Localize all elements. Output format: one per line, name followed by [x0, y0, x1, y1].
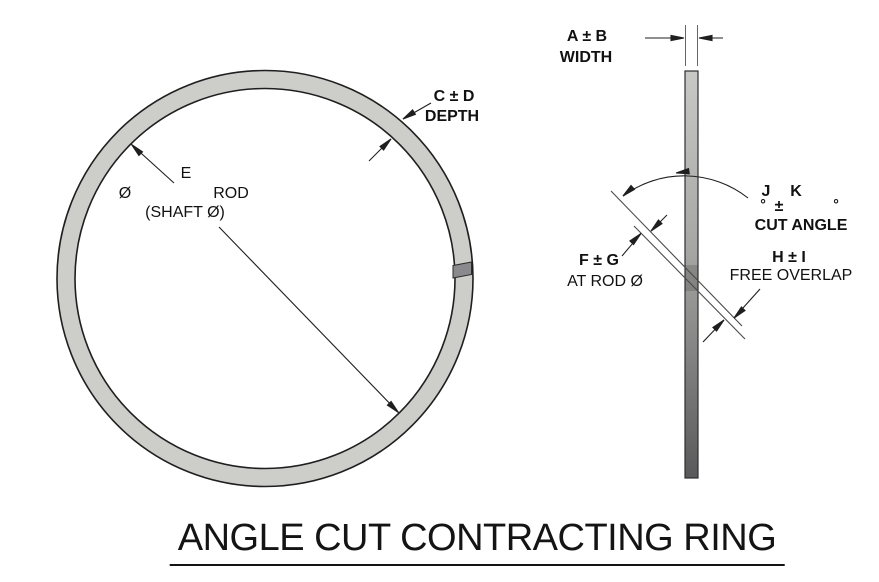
- rod-gap-dimension: [621, 214, 668, 257]
- diameter-letter: E: [180, 165, 192, 182]
- arrowhead: [622, 184, 636, 197]
- diameter-dimension: [131, 144, 399, 413]
- rod-gap-tolerance: F ± G: [579, 252, 619, 269]
- arrowhead: [712, 319, 725, 332]
- cut-angle-label: CUT ANGLE: [754, 217, 848, 234]
- arrowhead: [402, 109, 417, 120]
- cut-angle-plus-minus: ±: [774, 198, 784, 215]
- arrowhead: [386, 400, 399, 413]
- diameter-symbol: Ø: [118, 185, 132, 202]
- width-dim-tolerance: A ± B: [566, 28, 608, 45]
- arrowhead: [675, 167, 690, 175]
- cut-angle-j: J: [761, 183, 771, 200]
- overlap-label: FREE OVERLAP: [729, 267, 853, 284]
- arrowhead: [131, 144, 144, 157]
- arrowhead: [670, 34, 685, 42]
- depth-dim-label: DEPTH: [424, 108, 480, 125]
- rod-label: ROD: [213, 185, 249, 202]
- arrowhead: [629, 233, 642, 246]
- arrowhead: [733, 306, 746, 319]
- width-dimension: [645, 25, 723, 66]
- arrowhead: [379, 138, 392, 151]
- depth-dim-tolerance: C ± D: [433, 88, 475, 105]
- cut-angle-k: K: [790, 183, 802, 200]
- overlap-tolerance: H ± I: [772, 249, 806, 266]
- rod-gap-label: AT ROD Ø: [567, 273, 643, 290]
- arrowhead: [650, 219, 663, 232]
- drawing-title: ANGLE CUT CONTRACTING RING: [169, 517, 785, 566]
- arrowhead: [698, 34, 713, 42]
- overlap-dimension: [702, 288, 761, 343]
- ring-cut-mark: [452, 261, 472, 279]
- cut-angle-arc: [622, 167, 749, 199]
- cut-lines: [610, 190, 746, 340]
- cut-angle-degree-left: °: [760, 196, 766, 212]
- depth-dimension: [368, 102, 432, 162]
- width-dim-label: WIDTH: [559, 49, 613, 66]
- ring-outline: [56, 69, 474, 488]
- cut-angle-degree-right: °: [833, 196, 839, 212]
- shaft-dia-label: (SHAFT Ø): [145, 204, 225, 221]
